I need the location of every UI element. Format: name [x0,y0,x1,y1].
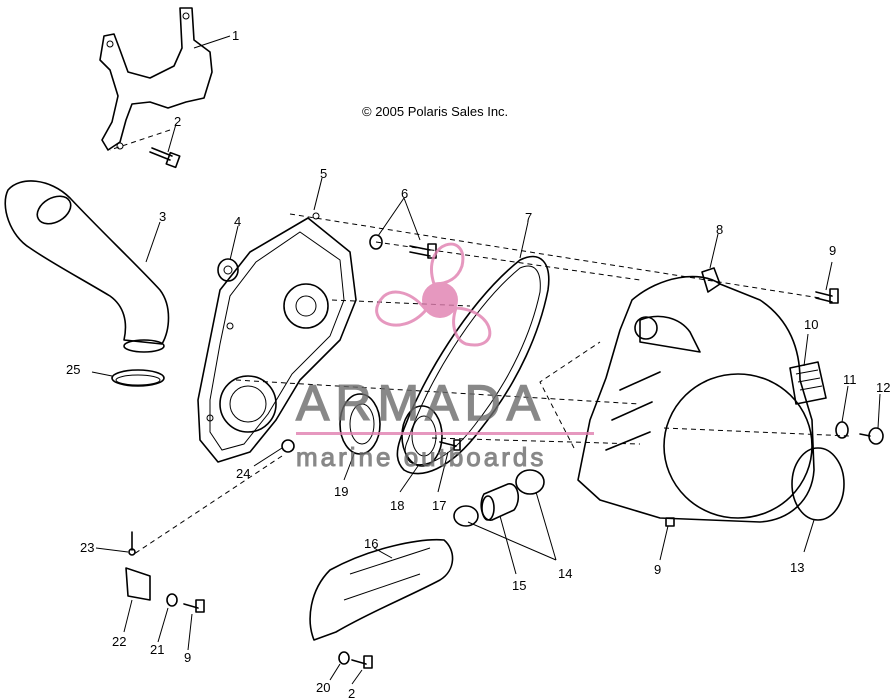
part-17-screw [439,439,461,451]
watermark-tagline: marine outboards [296,442,546,472]
callout-9-lower: 9 [654,562,661,577]
callout-18: 18 [390,498,404,513]
part-20-washer [338,651,350,665]
watermark: ARMADA marine outboards [295,242,594,473]
part-13-cap [791,447,845,521]
callout-5: 5 [320,166,327,181]
callout-20: 20 [316,680,330,695]
callout-16: 16 [364,536,378,551]
part-1-bracket [99,7,213,151]
callout-9-upper: 9 [829,243,836,258]
callout-25: 25 [66,362,80,377]
part-24-washer [281,439,295,453]
part-2-bolt [149,147,181,169]
part-14-clamps [453,469,545,527]
callout-24: 24 [236,466,250,481]
part-18-seal [401,405,443,467]
part-5-inner-cover [197,212,357,463]
callout-8: 8 [716,222,723,237]
callout-9-bottom-left: 9 [184,650,191,665]
callout-13: 13 [790,560,804,575]
callout-4: 4 [234,214,241,229]
part-9-bolt-bottom-left [183,599,205,613]
callout-21: 21 [150,642,164,657]
callout-10: 10 [804,317,818,332]
callout-2: 2 [174,114,181,129]
part-6-bolt-washer [369,234,437,259]
part-22-bracket [125,531,151,601]
callout-3: 3 [159,209,166,224]
leader-lines [91,35,881,685]
callout-6: 6 [401,186,408,201]
callout-2-lower: 2 [348,686,355,700]
callout-17: 17 [432,498,446,513]
callout-15: 15 [512,578,526,593]
part-12-bolt [859,427,884,445]
callout-23: 23 [80,540,94,555]
assembly-dash-lines [109,129,851,555]
callout-12: 12 [876,380,890,395]
watermark-rule [296,432,594,435]
part-10-decal [789,361,827,405]
callout-11: 11 [843,372,857,387]
copyright-text: © 2005 Polaris Sales Inc. [362,104,508,119]
propeller-logo [375,242,492,347]
callout-labels: 1 2 3 4 5 6 7 8 9 10 11 12 13 14 15 16 1… [66,28,890,700]
callout-22: 22 [112,634,126,649]
part-8-outer-cover [577,267,815,523]
part-19-seal [339,393,381,455]
part-23-pin [128,548,136,556]
part-9-screw-lower [665,517,675,527]
part-3-intake-duct [4,180,170,353]
callout-19: 19 [334,484,348,499]
part-15-sleeve [480,483,520,521]
part-16-lower-duct [309,538,454,641]
callout-14: 14 [558,566,572,581]
part-21-washer [166,593,178,607]
part-2-bolt-lower [351,655,373,669]
part-9-bolt-upper [815,288,839,304]
part-25-clamp [111,369,165,387]
watermark-brand: ARMADA [296,375,546,431]
callout-7: 7 [525,210,532,225]
callout-1: 1 [232,28,239,43]
